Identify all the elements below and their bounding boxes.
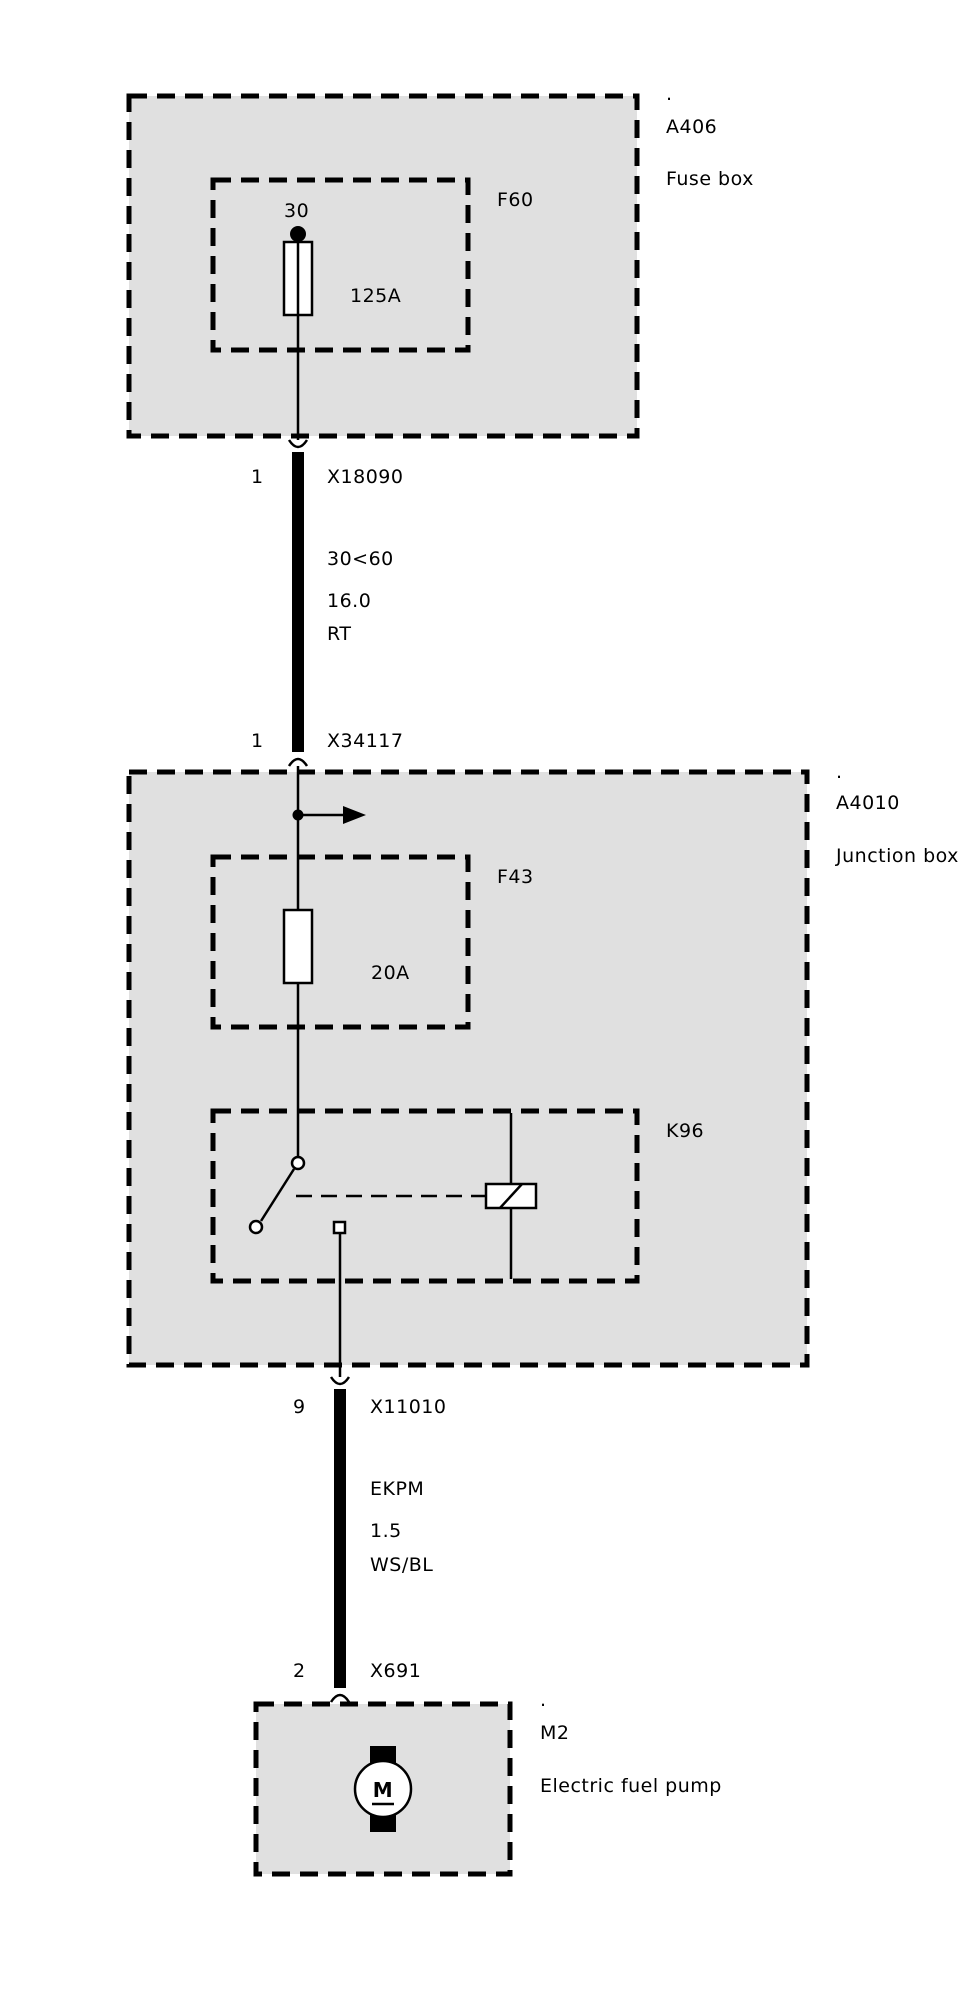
wire-lower-signal: EKPM bbox=[370, 1478, 424, 1500]
motor-symbol-label: M bbox=[373, 1778, 393, 1802]
wire-lower-color-code: WS/BL bbox=[370, 1554, 433, 1576]
connector-x34117-id: X34117 bbox=[327, 730, 403, 752]
relay-coil-diagonal bbox=[499, 1183, 523, 1209]
connector-x691-id: X691 bbox=[370, 1660, 421, 1682]
connector-x18090-id: X18090 bbox=[327, 466, 403, 488]
fuel-pump-name: Electric fuel pump bbox=[540, 1775, 722, 1797]
fuel-pump-marker: . bbox=[540, 1689, 547, 1711]
connector-x18090-pin: 1 bbox=[251, 466, 264, 488]
fuse-box-id: A406 bbox=[666, 116, 717, 138]
relay-output-contact bbox=[332, 1220, 347, 1235]
connector-x691-pin: 2 bbox=[293, 1660, 306, 1682]
fuse-f60-terminal: 30 bbox=[284, 200, 309, 222]
fuse-box-name: Fuse box bbox=[666, 168, 754, 190]
fuse-box-module[interactable] bbox=[126, 93, 640, 439]
motor-icon: M bbox=[353, 1746, 413, 1832]
relay-k96-id: K96 bbox=[666, 1120, 704, 1142]
fuse-f60-outline bbox=[210, 177, 471, 353]
junction-box-name: Junction box bbox=[835, 845, 959, 867]
junction-box-module[interactable] bbox=[126, 769, 810, 1368]
wire-lower-cross-section: 1.5 bbox=[370, 1520, 402, 1542]
fuel-pump-id: M2 bbox=[540, 1722, 569, 1744]
fuse-f43-icon bbox=[282, 908, 314, 985]
connector-x11010-id: X11010 bbox=[370, 1396, 446, 1418]
connector-x34117-icon bbox=[287, 757, 309, 767]
connector-x691-icon bbox=[329, 1693, 351, 1703]
junction-box-id: A4010 bbox=[836, 792, 900, 814]
relay-contact-fixed bbox=[290, 1155, 306, 1171]
terminal-30-dot bbox=[290, 226, 306, 242]
fuse-f43-outline bbox=[210, 854, 471, 1030]
connector-x18090-icon bbox=[287, 439, 309, 449]
relay-switch-arm bbox=[259, 1168, 296, 1222]
fuse-box-marker: . bbox=[666, 83, 673, 105]
fuse-f60-id: F60 bbox=[497, 189, 534, 211]
fuse-box-outline bbox=[126, 93, 640, 439]
fuse-f43-rating: 20A bbox=[371, 962, 410, 984]
branch-arrow-icon bbox=[343, 806, 366, 824]
connector-x11010-pin: 9 bbox=[293, 1396, 306, 1418]
connector-x11010-icon bbox=[329, 1376, 351, 1386]
relay-contact-open bbox=[248, 1219, 264, 1235]
fuse-f43-id: F43 bbox=[497, 866, 534, 888]
wire-upper-color-code: RT bbox=[327, 623, 351, 645]
junction-box-marker: . bbox=[836, 761, 843, 783]
wire-upper-signal: 30<60 bbox=[327, 548, 394, 570]
wire-upper-cross-section: 16.0 bbox=[327, 590, 371, 612]
connector-x34117-pin: 1 bbox=[251, 730, 264, 752]
relay-k96-outline bbox=[210, 1108, 640, 1284]
fuse-f60-rating: 125A bbox=[350, 285, 401, 307]
